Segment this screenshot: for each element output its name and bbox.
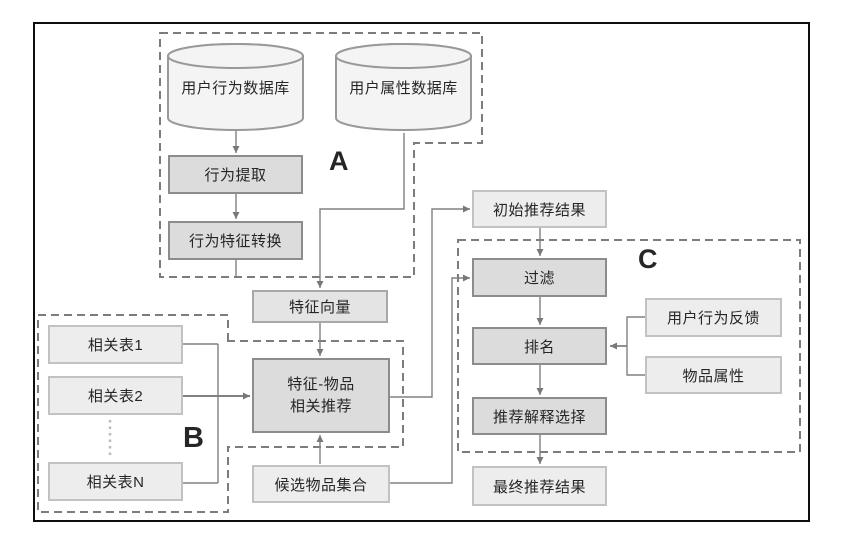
node-ranking: 排名 <box>472 327 607 365</box>
connector-attrdb-to-featurevector <box>316 133 405 288</box>
node-initial-rec-result: 初始推荐结果 <box>472 190 607 228</box>
node-feature-item-rec: 特征-物品 相关推荐 <box>252 358 390 433</box>
node-rec-explain-select: 推荐解释选择 <box>472 397 607 435</box>
node-candidate-item-set: 候选物品集合 <box>252 465 390 503</box>
node-item-attributes: 物品属性 <box>645 356 782 394</box>
group-b-label: B <box>183 422 204 454</box>
group-c-outline <box>457 239 801 453</box>
node-user-behavior-db: 用户行为数据库 <box>181 79 290 97</box>
node-filter: 过滤 <box>472 258 607 297</box>
node-related-table-n: 相关表N <box>48 462 183 501</box>
group-c-label: C <box>638 244 658 274</box>
node-user-behavior-feedback: 用户行为反馈 <box>645 298 782 337</box>
connector-feedback-bracket <box>626 316 645 376</box>
node-feature-item-rec-line1: 特征-物品 <box>287 375 355 393</box>
group-b-outline <box>37 314 404 513</box>
node-related-table-1: 相关表1 <box>48 325 183 364</box>
node-feature-vector: 特征向量 <box>252 290 388 323</box>
node-final-rec-result: 最终推荐结果 <box>472 466 607 506</box>
node-behavior-feature-convert: 行为特征转换 <box>168 221 303 260</box>
connector-candidates-to-filter <box>390 274 470 484</box>
group-a-outline <box>159 32 483 278</box>
node-related-table-2: 相关表2 <box>48 376 183 415</box>
node-behavior-extract: 行为提取 <box>168 155 303 194</box>
connector-featureitem-to-initial <box>390 205 470 398</box>
group-a-label: A <box>329 146 349 176</box>
user-attr-db-cylinder <box>335 43 472 131</box>
user-behavior-db-cylinder <box>167 43 304 131</box>
node-feature-item-rec-line2: 相关推荐 <box>289 397 352 415</box>
node-user-attr-db: 用户属性数据库 <box>349 79 458 97</box>
